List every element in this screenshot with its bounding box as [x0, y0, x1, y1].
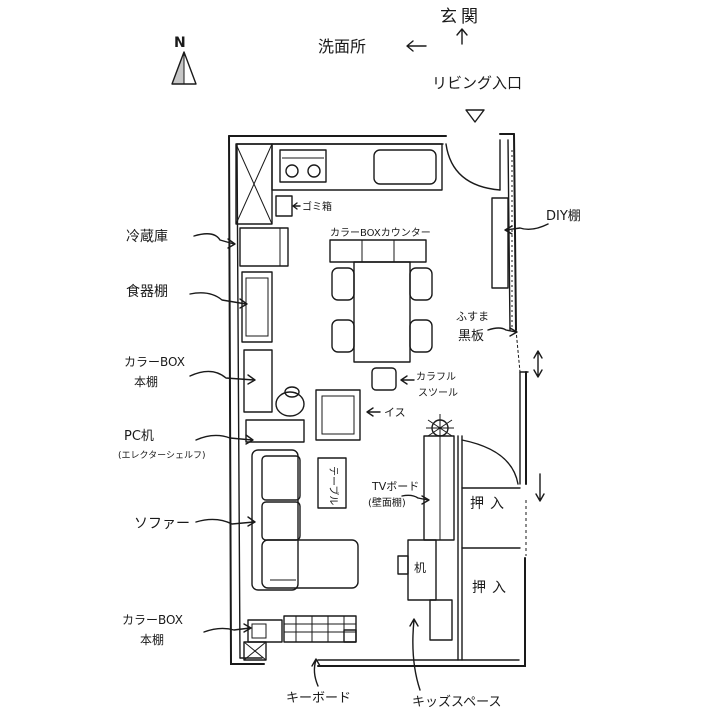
label-entrance: 玄関 — [440, 7, 482, 27]
entry-door-swing — [445, 143, 501, 191]
label-blackboard-line2: 黒板 — [458, 329, 484, 344]
diy-shelf — [491, 197, 509, 289]
dining-table — [353, 261, 411, 363]
label-color-box-shelf-1-line1: カラーBOX — [124, 355, 185, 369]
label-colorful-stool-line2: スツール — [418, 388, 458, 399]
arrow-up-icon — [456, 28, 468, 45]
compass-letter: N — [174, 35, 186, 51]
dining-chairs — [331, 267, 433, 353]
tv-board — [423, 435, 455, 541]
colorful-stool — [371, 367, 397, 391]
label-chair: イス — [384, 406, 406, 419]
label-color-box-shelf-1-line2: 本棚 — [134, 374, 158, 389]
label-pc-desk-line2: (エレクターシェルフ) — [118, 450, 205, 461]
label-dish-shelf: 食器棚 — [126, 283, 168, 300]
compass: N — [171, 35, 197, 85]
low-table — [317, 457, 347, 509]
fridge — [239, 227, 289, 267]
color-box-counter — [329, 239, 427, 263]
label-tv-board-line2: (壁面棚) — [368, 496, 406, 509]
arrow-left-icon — [406, 40, 427, 52]
garbage-box — [275, 195, 293, 217]
entry-marker-triangle-icon — [465, 109, 485, 123]
sink — [373, 149, 437, 185]
plant-icon — [426, 414, 454, 442]
label-blackboard-line1: ふすま — [456, 310, 489, 323]
label-diy-shelf: DIY棚 — [546, 209, 581, 224]
label-pc-desk-line1: PC机 — [124, 429, 154, 444]
label-color-box-shelf-2-line2: 本棚 — [140, 632, 164, 647]
armchair — [315, 389, 361, 441]
label-counter: カラーBOXカウンター — [330, 227, 431, 239]
sofa — [251, 449, 359, 591]
kids-chair — [397, 555, 409, 575]
pc-desk — [245, 419, 305, 443]
label-desk: 机 — [414, 561, 426, 575]
label-keyboard: キーボード — [286, 691, 351, 706]
kids-shelf — [429, 599, 453, 641]
kitchen-counter — [271, 143, 443, 191]
label-kids-space: キッズスペース — [412, 694, 501, 710]
stove — [279, 149, 327, 183]
outer-walls — [228, 133, 545, 667]
kitchen: ゴミ箱 — [235, 143, 443, 225]
keyboard — [283, 615, 357, 643]
label-color-box-shelf-2-line1: カラーBOX — [122, 613, 183, 627]
label-living-entry: リビング入口 — [432, 74, 522, 92]
label-colorful-stool-line1: カラフル — [416, 371, 456, 383]
label-closet-2: 押入 — [472, 580, 512, 596]
label-garbage-box: ゴミ箱 — [302, 200, 332, 213]
desk-chair — [275, 391, 305, 417]
closet-upper — [457, 435, 527, 661]
label-sofa: ソファー — [134, 516, 190, 532]
label-washroom: 洗面所 — [318, 37, 366, 56]
burner-icon — [285, 164, 299, 178]
color-box-shelf-1 — [243, 349, 273, 413]
label-fridge: 冷蔵庫 — [126, 228, 168, 245]
label-table: テーブル — [327, 466, 340, 505]
closet-door-swing — [461, 439, 519, 485]
label-tv-board-line1: TVボード — [371, 480, 419, 493]
label-closet-1: 押入 — [470, 496, 510, 512]
color-box-shelf-2 — [247, 619, 283, 643]
burner-icon — [307, 164, 321, 178]
